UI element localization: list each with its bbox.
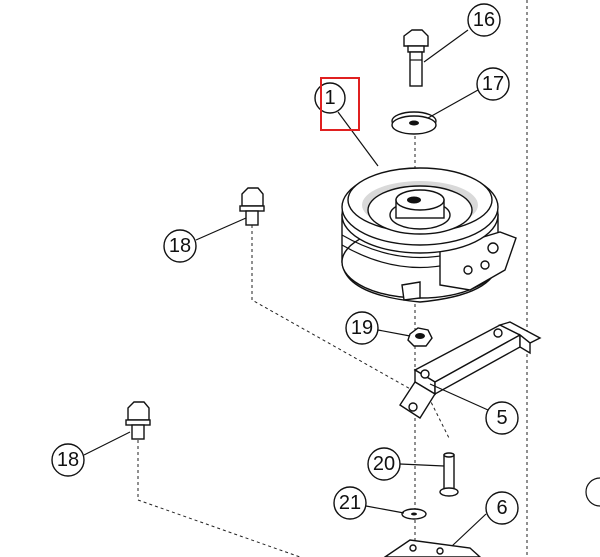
callout-18-top: 18 (163, 229, 197, 263)
leader-17 (427, 89, 479, 119)
dashed-path-bolt18-bottom (137, 440, 301, 557)
leader-6 (451, 513, 487, 547)
callout-20-label: 20 (373, 453, 395, 475)
clutch-pulley-1 (341, 167, 517, 303)
callout-19: 19 (345, 311, 379, 345)
leader-18-bottom (83, 431, 131, 456)
callout-20: 20 (367, 447, 401, 481)
callout-17-label: 17 (482, 73, 504, 95)
washer-21 (401, 508, 427, 520)
bracket-5 (399, 321, 542, 419)
nut-19 (407, 327, 433, 347)
pin-20 (439, 452, 459, 497)
leader-16 (423, 29, 469, 63)
leader-18-top (195, 217, 247, 241)
washer-17 (391, 111, 437, 135)
callout-18-bottom: 18 (51, 443, 85, 477)
dashed-path-bolt18-top (251, 225, 451, 441)
callout-17: 17 (476, 67, 510, 101)
leader-19 (377, 329, 411, 337)
callout-18-top-label: 18 (169, 235, 191, 257)
callout-16: 16 (467, 3, 501, 37)
callout-16-label: 16 (473, 9, 495, 31)
callout-6-label: 6 (496, 497, 507, 519)
callout-19-label: 19 (351, 317, 373, 339)
leader-1 (337, 111, 379, 167)
callout-21-label: 21 (339, 492, 361, 514)
bolt-16 (403, 29, 429, 87)
callout-1-highlight-box (320, 77, 360, 131)
part-6 (383, 539, 482, 557)
callout-21: 21 (333, 486, 367, 520)
callout-5: 5 (485, 401, 519, 435)
callout-1-label: 1 (324, 87, 335, 109)
partial-callout-edge (585, 477, 600, 507)
callout-18-bottom-label: 18 (57, 449, 79, 471)
leader-5 (429, 383, 489, 411)
leader-20 (399, 463, 445, 467)
callout-5-label: 5 (496, 407, 507, 429)
leader-21 (365, 505, 405, 514)
bolt-18-bottom (125, 401, 151, 440)
callout-1: 1 (314, 77, 360, 131)
callout-6: 6 (485, 491, 519, 525)
